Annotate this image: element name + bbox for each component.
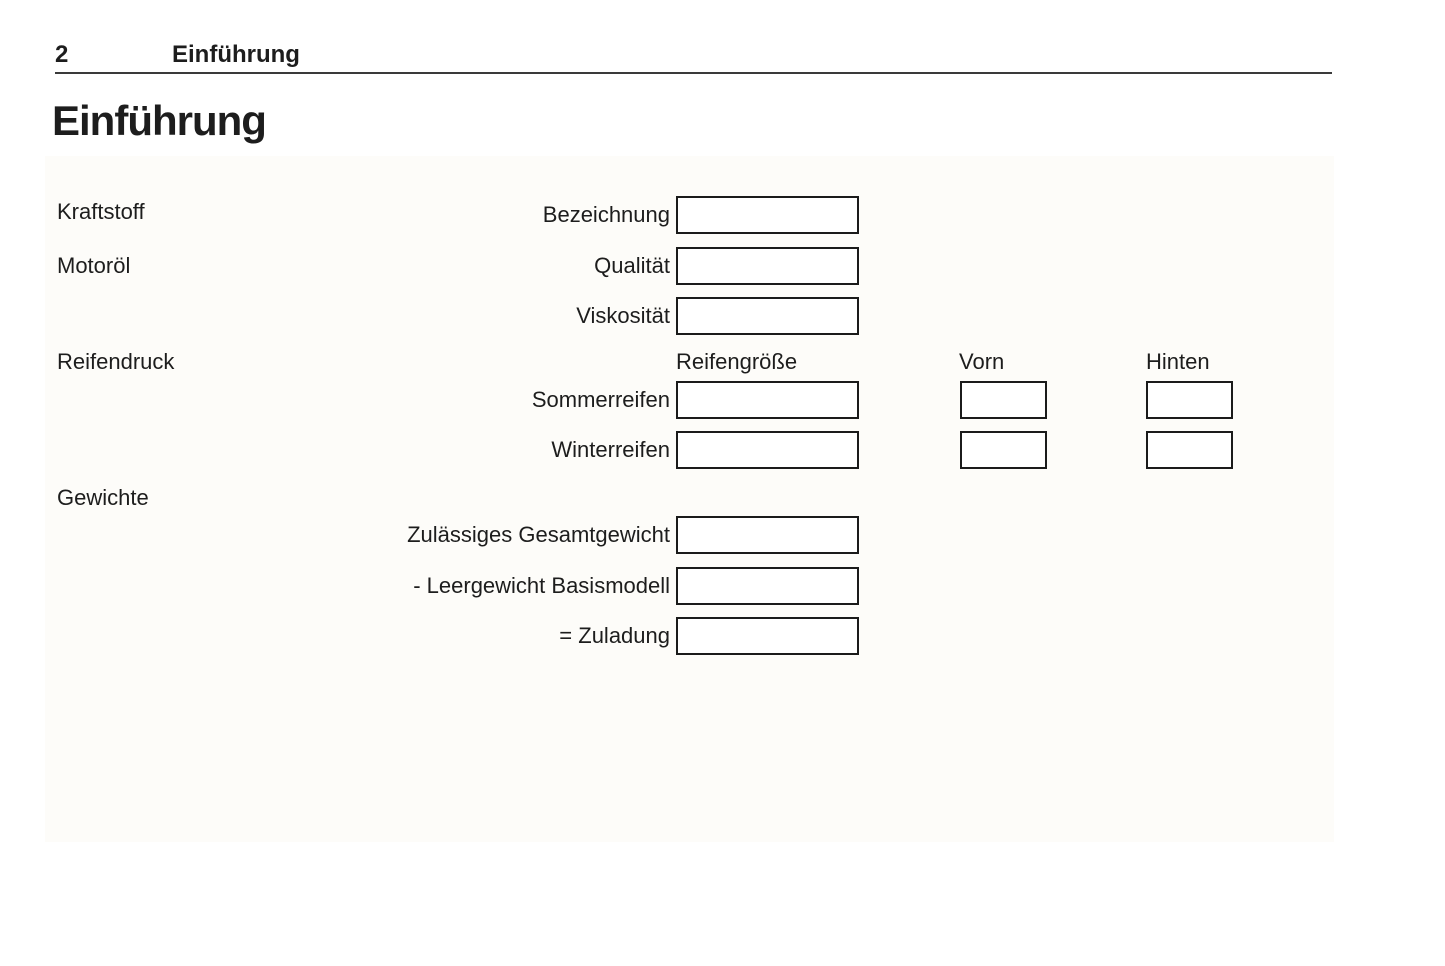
field-label-sommerreifen: Sommerreifen [531, 387, 670, 412]
field-label-zuladung: = Zuladung [559, 623, 670, 648]
winterreifen-hinten-input[interactable] [1146, 431, 1233, 469]
field-label-winterreifen: Winterreifen [551, 437, 670, 462]
column-header-vorn: Vorn [959, 349, 1005, 374]
form-panel: Kraftstoff Motoröl Reifendruck Gewichte … [45, 156, 1334, 842]
sommerreifen-hinten-input[interactable] [1146, 381, 1233, 419]
running-head-chapter-title: Einführung [172, 41, 300, 68]
field-row-zuladung: = Zuladung [250, 617, 1334, 655]
bezeichnung-input[interactable] [676, 196, 859, 234]
field-row-sommerreifen: Sommerreifen [250, 381, 1334, 419]
qualitaet-input[interactable] [676, 247, 859, 285]
field-label-leergewicht: - Leergewicht Basismodell [413, 573, 670, 598]
field-row-qualitaet: Qualität [250, 247, 1334, 285]
viskositaet-input[interactable] [676, 297, 859, 335]
sommerreifen-reifengroesse-input[interactable] [676, 381, 859, 419]
section-label-reifendruck: Reifendruck [57, 349, 175, 374]
field-label-bezeichnung: Bezeichnung [542, 202, 670, 227]
column-header-reifengroesse: Reifengröße [676, 349, 798, 374]
section-label-kraftstoff: Kraftstoff [57, 199, 145, 224]
page-number: 2 [55, 41, 69, 68]
sommerreifen-vorn-input[interactable] [960, 381, 1047, 419]
field-row-gesamtgewicht: Zulässiges Gesamtgewicht [250, 516, 1334, 554]
field-label-qualitaet: Qualität [594, 253, 670, 278]
field-row-bezeichnung: Bezeichnung [250, 196, 1334, 234]
field-row-winterreifen: Winterreifen [250, 431, 1334, 469]
leergewicht-input[interactable] [676, 567, 859, 605]
gesamtgewicht-input[interactable] [676, 516, 859, 554]
zuladung-input[interactable] [676, 617, 859, 655]
section-label-motoroel: Motoröl [57, 253, 131, 278]
winterreifen-vorn-input[interactable] [960, 431, 1047, 469]
field-label-viskositaet: Viskosität [576, 303, 670, 328]
field-label-gesamtgewicht: Zulässiges Gesamtgewicht [407, 522, 670, 547]
page-title: Einführung [52, 97, 267, 144]
winterreifen-reifengroesse-input[interactable] [676, 431, 859, 469]
column-header-hinten: Hinten [1146, 349, 1210, 374]
tire-column-headers: Reifengröße Vorn Hinten [250, 348, 1334, 376]
running-head: 2 Einführung [55, 40, 1332, 74]
field-row-viskositaet: Viskosität [250, 297, 1334, 335]
section-label-gewichte: Gewichte [57, 485, 149, 510]
field-row-leergewicht: - Leergewicht Basismodell [250, 567, 1334, 605]
